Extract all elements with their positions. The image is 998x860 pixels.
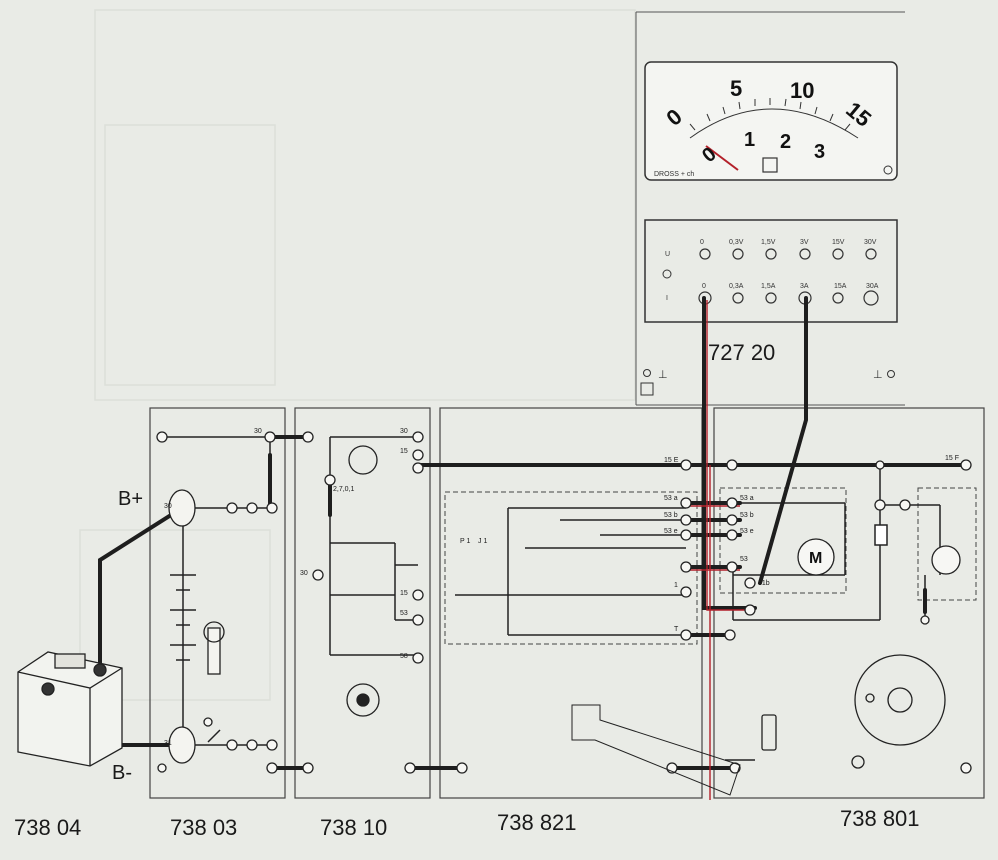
term-m2-15: 15: [400, 448, 408, 455]
current-range-terminals: 0 0,3A 1,5A 3A 15A 30A: [702, 283, 879, 290]
term-m3-53e: 53 e: [664, 528, 678, 535]
term-m4-31b: 31b: [758, 580, 770, 587]
term-m3-p1: P 1: [460, 538, 471, 545]
rotary-knob: [346, 683, 380, 717]
panel-738-10: [294, 407, 431, 799]
components: M: [168, 445, 961, 796]
term-m2-53: 53: [400, 610, 408, 617]
internal-wiring: [162, 436, 941, 761]
range-i-5: 30A: [866, 283, 879, 290]
range-v-4: 15V: [832, 239, 845, 246]
term-m3-15e: 15 E: [664, 457, 679, 464]
module-738-821-label: 738 821: [497, 810, 577, 835]
range-i-4: 15A: [834, 283, 847, 290]
term-m2-switch: 2,7,0,1: [333, 486, 355, 493]
term-m2-58: 58: [400, 653, 408, 660]
module-738-03-label: 738 03: [170, 815, 238, 840]
term-m4-53e: 53 e: [740, 528, 754, 535]
range-i-0: 0: [702, 283, 706, 290]
scale-lower-3: 3: [814, 141, 825, 163]
battery-model-label: 738 04: [14, 815, 82, 840]
scale-lower-2: 2: [780, 131, 791, 153]
term-m2-30b: 30: [300, 570, 308, 577]
term-m2-15b: 15: [400, 590, 408, 597]
term-m4-53a: 53 a: [740, 495, 754, 502]
row-label-i: I: [666, 295, 668, 302]
meter-brand: DROSS + ch: [654, 171, 694, 178]
range-i-2: 1,5A: [761, 283, 776, 290]
svg-text:⊥: ⊥: [658, 369, 668, 381]
svg-text:⊥: ⊥: [873, 369, 883, 381]
car-battery: [17, 651, 123, 767]
battery-switch: [207, 627, 221, 675]
term-m3-1: 1: [674, 582, 678, 589]
range-i-1: 0,3A: [729, 283, 744, 290]
term-m3-53a: 53 a: [664, 495, 678, 502]
row-label-u: U: [665, 251, 670, 258]
term-m3-t: T: [674, 626, 679, 633]
term-m1-30b: 30: [164, 503, 172, 510]
term-m4-53b: 53 b: [740, 512, 754, 519]
meter-model-label: 727 20: [708, 340, 776, 365]
lamp-symbol: [931, 545, 961, 575]
panel-738-03: [149, 407, 286, 799]
motor-label: M: [809, 550, 822, 567]
module-738-801-label: 738 801: [840, 806, 920, 831]
scale-upper-5: 5: [730, 76, 742, 101]
module-panels: [149, 407, 985, 799]
ignition-switch-dial: [348, 445, 378, 475]
wiper-disc: [854, 654, 946, 746]
range-v-1: 0,3V: [729, 239, 744, 246]
voltage-range-terminals: 0 0,3V 1,5V 3V 15V 30V: [700, 239, 877, 246]
panel-738-801: [713, 407, 985, 799]
connector-block: [761, 714, 777, 751]
scale-upper-10: 10: [790, 78, 814, 103]
terminal-sockets: [156, 431, 972, 774]
b-plus-fuse: [168, 489, 196, 527]
wiper-lever: [571, 704, 741, 796]
range-v-2: 1,5V: [761, 239, 776, 246]
term-m4-15f: 15 F: [945, 455, 960, 462]
term-m3-j1: J 1: [478, 538, 488, 545]
term-m2-30: 30: [400, 428, 408, 435]
range-v-5: 30V: [864, 239, 877, 246]
b-minus-label: B-: [112, 762, 132, 784]
module-738-10-label: 738 10: [320, 815, 388, 840]
scale-lower-1: 1: [744, 129, 755, 151]
meter-panel: DROSS + ch 0 5 10 15 0 1 2 3 U I 0 0,3V …: [635, 11, 905, 406]
term-m4-53: 53: [740, 556, 748, 563]
b-minus-fuse: [168, 726, 196, 764]
range-v-3: 3V: [800, 239, 809, 246]
b-plus-label: B+: [118, 488, 144, 510]
ghost-background: [79, 9, 636, 701]
red-highlight-wires: [686, 300, 752, 800]
range-i-3: 3A: [800, 283, 809, 290]
range-v-0: 0: [700, 239, 704, 246]
motor-symbol: [797, 538, 835, 576]
term-m3-53b: 53 b: [664, 512, 678, 519]
term-m1-31: 31: [164, 740, 172, 747]
term-m1-30: 30: [254, 428, 262, 435]
